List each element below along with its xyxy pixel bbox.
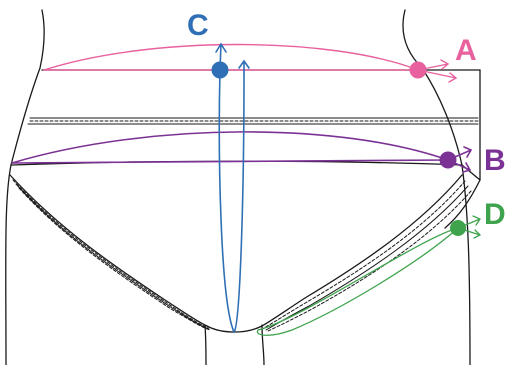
inner-leg-left [204,324,207,365]
measurement-a: A [43,34,477,83]
leg-opening-left-stitch-3 [18,187,211,331]
measurement-d-loop [256,227,459,336]
measurement-c-loop [218,69,245,334]
measurement-a-arrow-lower [417,69,458,83]
measurement-b-line [11,159,449,164]
measurement-d: D [256,198,506,336]
leg-opening-right-edge [444,179,481,229]
label-a: A [455,34,477,67]
leg-opening-left-stitch-2 [15,183,210,330]
label-d: D [484,198,506,231]
measurement-c: C [187,9,250,334]
body-left-outline [5,9,45,365]
label-b: B [484,144,506,177]
measurement-d-arrow-upper [457,215,481,229]
measurement-a-arrow-upper [417,59,450,71]
inner-leg-right [261,324,265,365]
measurement-c-arrow-left [215,42,227,71]
body-right-outline [402,9,471,365]
measurement-a-arc [43,43,419,71]
leg-opening-right-stitch-3 [267,190,472,332]
leg-opening-left-outer [9,174,208,327]
leg-opening-left-stitch-1 [12,179,209,329]
measurement-b-arrow-upper [447,146,473,161]
leg-opening-right-outer [261,174,463,327]
measurement-c-arrow-right [238,59,250,73]
measurement-b: B [11,131,506,177]
measurement-b-arc [11,131,449,164]
measurement-d-arrow-lower [457,227,482,239]
label-c: C [187,9,209,42]
leg-opening-right-stitch-1 [263,180,466,329]
measurement-b-arrow-lower [447,159,472,173]
